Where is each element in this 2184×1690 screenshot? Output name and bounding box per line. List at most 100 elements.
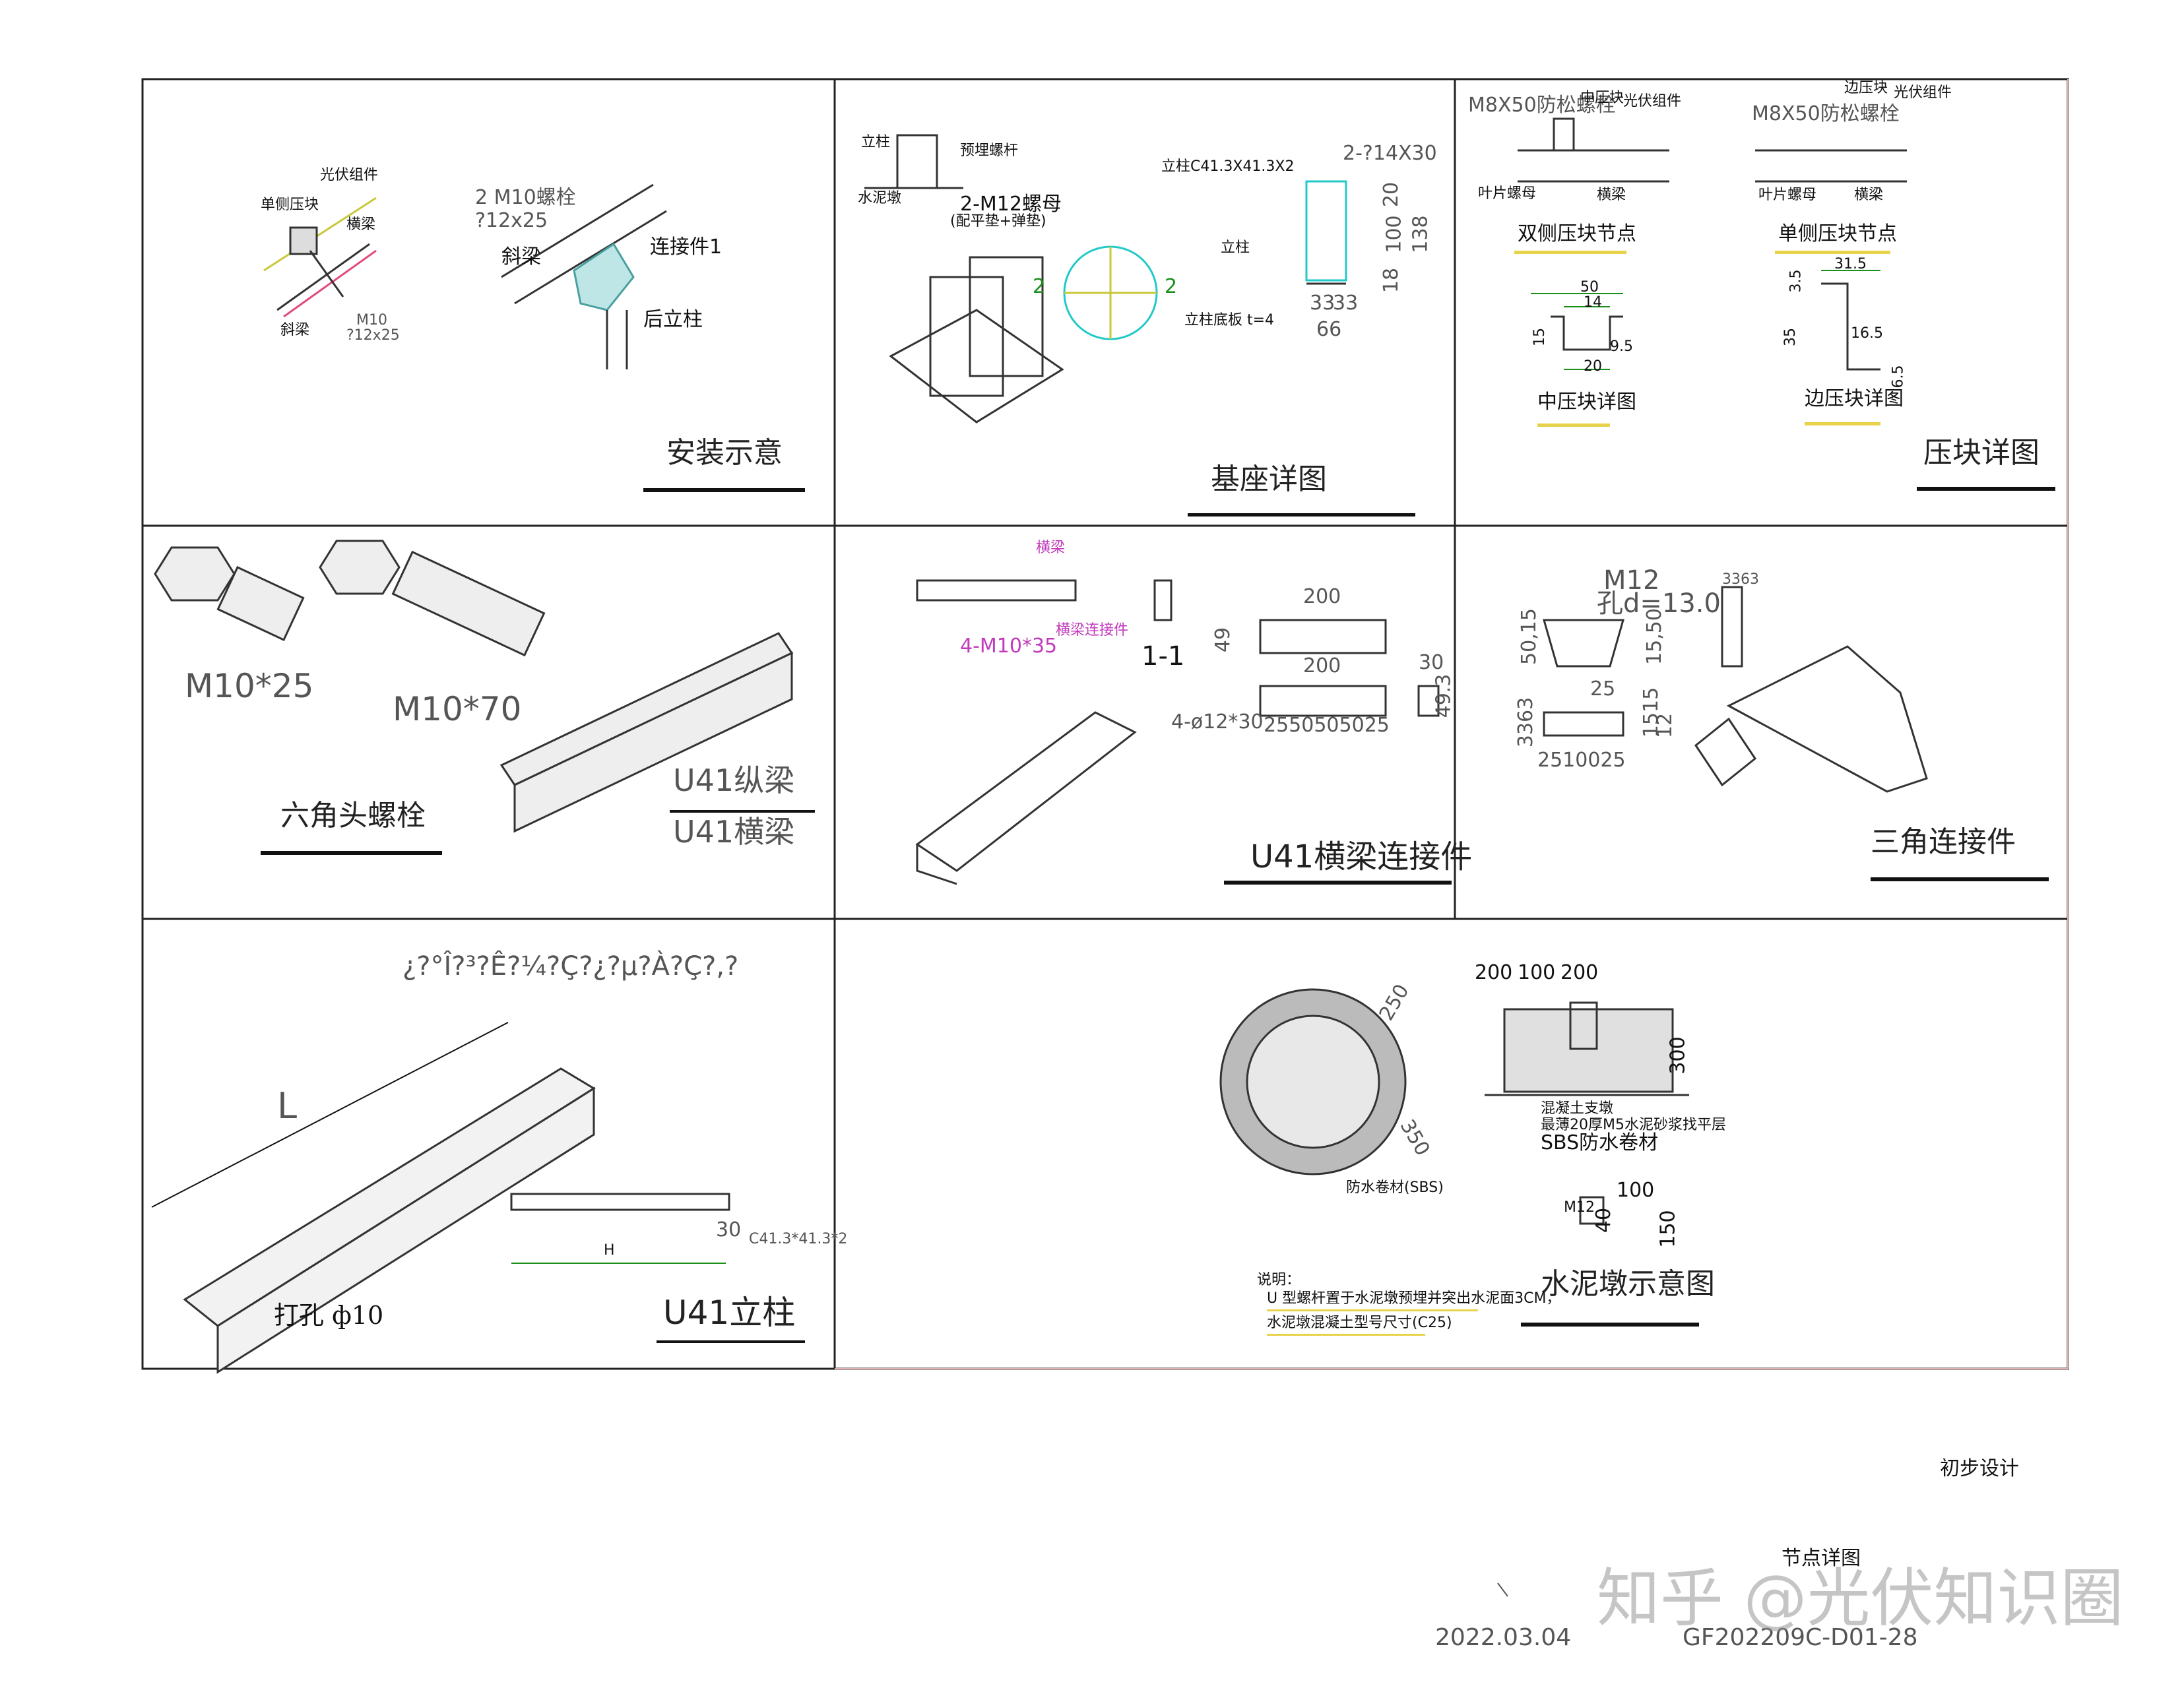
label-rear-post: 后立柱 bbox=[643, 308, 703, 331]
label-length-l: L bbox=[277, 1085, 298, 1127]
dim-200-b: 200 bbox=[1560, 961, 1599, 984]
base-detail-sketch bbox=[864, 134, 1347, 423]
label-sbs: 防水卷材(SBS) bbox=[1346, 1179, 1444, 1196]
title-underline bbox=[1188, 513, 1415, 516]
note-line-1: U 型螺杆置于水泥墩预埋并突出水泥面3CM， bbox=[1267, 1290, 1561, 1307]
clamp-detail-sketch bbox=[1518, 117, 1907, 371]
label-anchor: 预埋螺杆 bbox=[960, 142, 1019, 159]
label-m12: M12 bbox=[1603, 565, 1660, 596]
title-underline bbox=[1917, 487, 2055, 491]
label-post: 立柱 bbox=[861, 134, 891, 150]
install-sketch bbox=[263, 183, 667, 369]
dim-20: 20 bbox=[1380, 181, 1403, 208]
dim-138: 138 bbox=[1409, 215, 1432, 253]
label-beam: 横梁 bbox=[346, 216, 376, 233]
u41-connector-sketch bbox=[915, 579, 1440, 885]
dim-33b: 33 bbox=[1333, 292, 1359, 315]
label-connector-1: 连接件1 bbox=[650, 235, 723, 259]
label-column-spec: C41.3*41.3*2 bbox=[749, 1231, 848, 1247]
dim-100: 100 bbox=[1382, 215, 1406, 253]
label-pv-module: 光伏组件 bbox=[320, 167, 379, 183]
title-underline bbox=[657, 1340, 805, 1343]
dim-66: 66 bbox=[1316, 318, 1342, 341]
note-line-2: 水泥墩混凝土型号尺寸(C25) bbox=[1267, 1315, 1452, 1331]
label-cement-pier: 水泥墩 bbox=[858, 190, 902, 206]
label-holes: 4-ø12*30 bbox=[1171, 710, 1264, 734]
dim-12: 12 bbox=[1654, 712, 1677, 739]
dim-15: 15 bbox=[1531, 328, 1548, 346]
label-beam-connector: 横梁连接件 bbox=[1056, 622, 1129, 639]
stage-label: 初步设计 bbox=[1940, 1457, 2019, 1480]
highlight-line bbox=[1805, 422, 1880, 425]
label-post-2: 立柱 bbox=[1221, 239, 1250, 256]
title-u41-connector: U41横梁连接件 bbox=[1250, 838, 1473, 875]
dim-14: 14 bbox=[1584, 294, 1602, 311]
title-underline bbox=[1224, 881, 1452, 885]
label-edge-clamp: 边压块 bbox=[1844, 80, 1888, 96]
title-underline bbox=[1521, 1323, 1699, 1327]
label-bolt2-size: ?12x25 bbox=[475, 209, 548, 232]
dim-16-5: 16.5 bbox=[1851, 325, 1883, 342]
label-holes: 2-?14X30 bbox=[1343, 142, 1437, 165]
title-pier: 水泥墩示意图 bbox=[1541, 1267, 1715, 1301]
dim-sequence: 2550505025 bbox=[1264, 714, 1390, 737]
label-hole-10: 打孔 ф10 bbox=[274, 1301, 384, 1330]
label-concrete: 混凝土支墩 bbox=[1541, 1100, 1614, 1117]
label-bolt-m8-2: M8X50防松螺栓 bbox=[1752, 102, 1900, 125]
label-section-b: 2 bbox=[1165, 275, 1178, 298]
label-diag-beam: 斜梁 bbox=[280, 322, 310, 338]
label-column-spec: 立柱C41.3X41.3X2 bbox=[1161, 158, 1295, 175]
label-m10x70: M10*70 bbox=[393, 690, 522, 728]
label-m12: M12 bbox=[1564, 1199, 1595, 1216]
dim-20: 20 bbox=[1584, 358, 1602, 375]
title-underline bbox=[643, 488, 805, 492]
dim-9-5: 9.5 bbox=[1610, 338, 1633, 355]
label-m10x25: M10*25 bbox=[185, 667, 314, 705]
dim-49: 49 bbox=[1211, 627, 1235, 653]
label-u41-transverse: U41横梁 bbox=[673, 814, 795, 850]
label-bolts: 4-M10*35 bbox=[960, 635, 1058, 658]
drawing-name: 节点详图 bbox=[1782, 1547, 1861, 1570]
label-bolt-size: ?12x25 bbox=[346, 327, 400, 344]
drawing-date: 2022.03.04 bbox=[1435, 1624, 1572, 1651]
dim-50-15: 50,15 bbox=[1517, 608, 1541, 665]
dim-30: 30 bbox=[1419, 651, 1444, 674]
dim-25: 25 bbox=[1590, 677, 1616, 701]
dim-50: 50 bbox=[1580, 279, 1599, 296]
label-section-a: 2 bbox=[1033, 275, 1046, 298]
label-single-clamp: 单侧压块 bbox=[261, 197, 319, 213]
clamp-dim-lines bbox=[1531, 270, 1880, 370]
highlight-line bbox=[1267, 1309, 1478, 1311]
dim-150: 150 bbox=[1656, 1210, 1680, 1248]
label-garbled-text: ¿?°Î?³?Ê?¼?Ç?¿?µ?À?Ç?,? bbox=[402, 951, 739, 982]
dim-h: H bbox=[604, 1242, 615, 1259]
highlight-line bbox=[1537, 423, 1610, 427]
dim-300: 300 bbox=[1666, 1036, 1690, 1075]
label-mid-detail: 中压块详图 bbox=[1537, 391, 1636, 414]
tri-connector-sketch bbox=[1543, 586, 1928, 793]
title-underline bbox=[261, 851, 442, 855]
dim-100: 100 bbox=[1518, 961, 1556, 984]
highlight-line bbox=[1267, 1334, 1425, 1336]
label-bolt-m10: M10 bbox=[356, 312, 387, 329]
label-hole-d13: 孔d=13.0 bbox=[1597, 588, 1721, 619]
label-pv: 光伏组件 bbox=[1623, 93, 1682, 110]
title-base: 基座详图 bbox=[1211, 462, 1327, 496]
highlight-line bbox=[1775, 251, 1890, 254]
pier-sketch bbox=[1219, 988, 1689, 1225]
highlight-line bbox=[1514, 251, 1626, 254]
label-clamp-beam-2: 横梁 bbox=[1854, 187, 1884, 203]
drawing-number: GF202209C-D01-28 bbox=[1683, 1624, 1918, 1651]
label-section: 1-1 bbox=[1141, 641, 1185, 672]
title-tri-connector: 三角连接件 bbox=[1871, 825, 2016, 859]
label-bolt2: 2 M10螺栓 bbox=[475, 186, 576, 209]
dim-100-b: 100 bbox=[1617, 1179, 1655, 1202]
label-diag-beam-2: 斜梁 bbox=[501, 245, 541, 268]
bolt-sketch bbox=[154, 540, 794, 833]
dim-200-b: 200 bbox=[1303, 654, 1341, 677]
title-u41-post: U41立柱 bbox=[663, 1294, 796, 1332]
title-hex-bolt: 六角头螺栓 bbox=[280, 799, 426, 832]
dim-3363-b: 3363 bbox=[1722, 571, 1759, 588]
label-leaf-nut-2: 叶片螺母 bbox=[1758, 187, 1817, 203]
dim-200-a: 200 bbox=[1303, 585, 1341, 608]
